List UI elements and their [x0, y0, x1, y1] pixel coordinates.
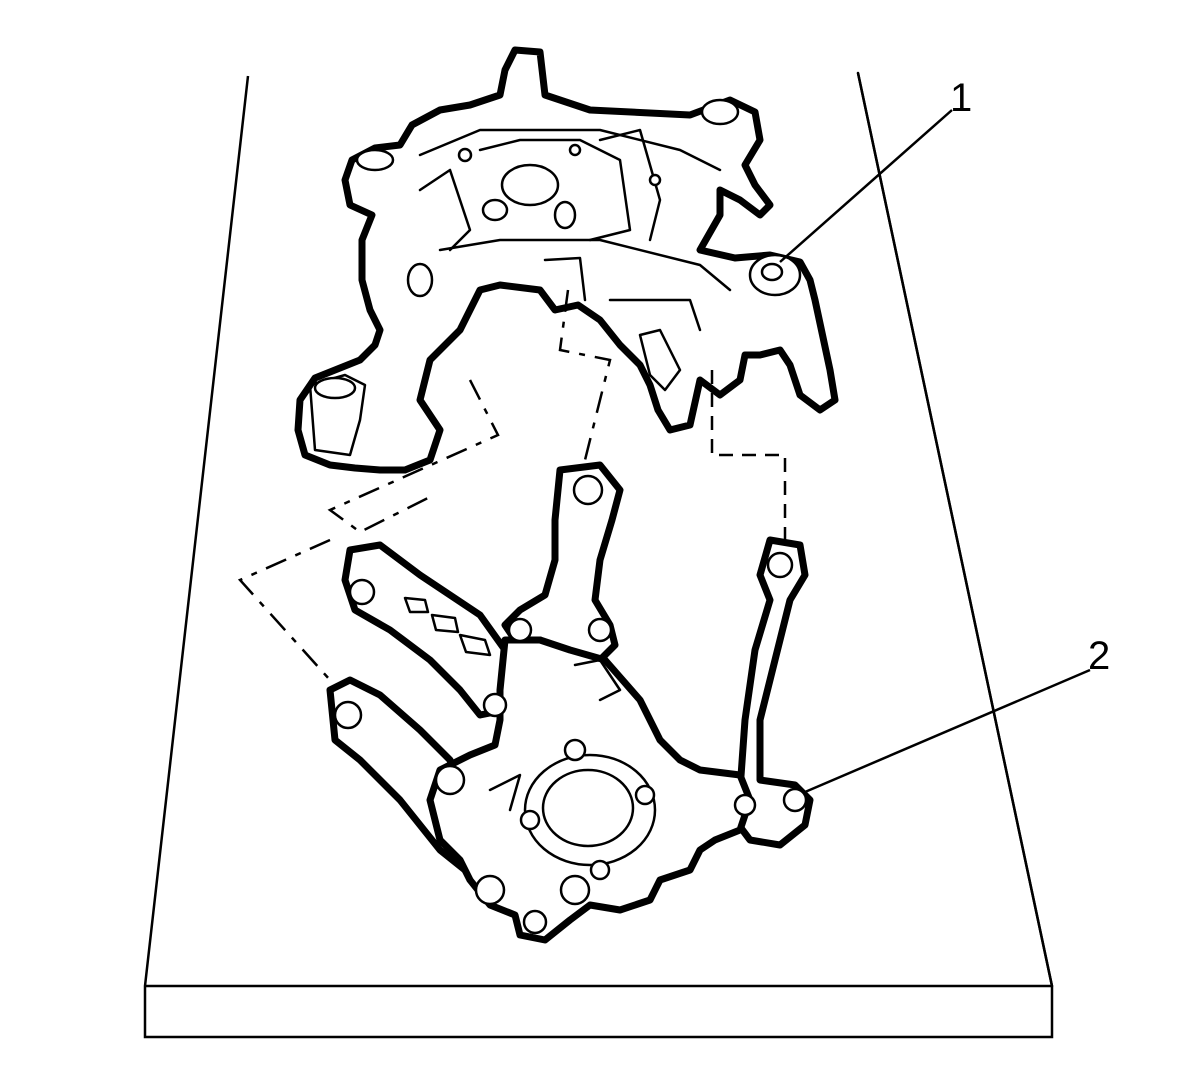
alignment-lines: [237, 289, 787, 681]
rear-crossmember: [294, 46, 839, 474]
callout-label-1: 1: [950, 76, 973, 120]
leader-line-2: [804, 668, 1091, 794]
callout-label-2: 2: [1088, 634, 1111, 678]
knuckle-and-control-arms: [326, 461, 814, 944]
leader-line-1: [779, 109, 953, 263]
